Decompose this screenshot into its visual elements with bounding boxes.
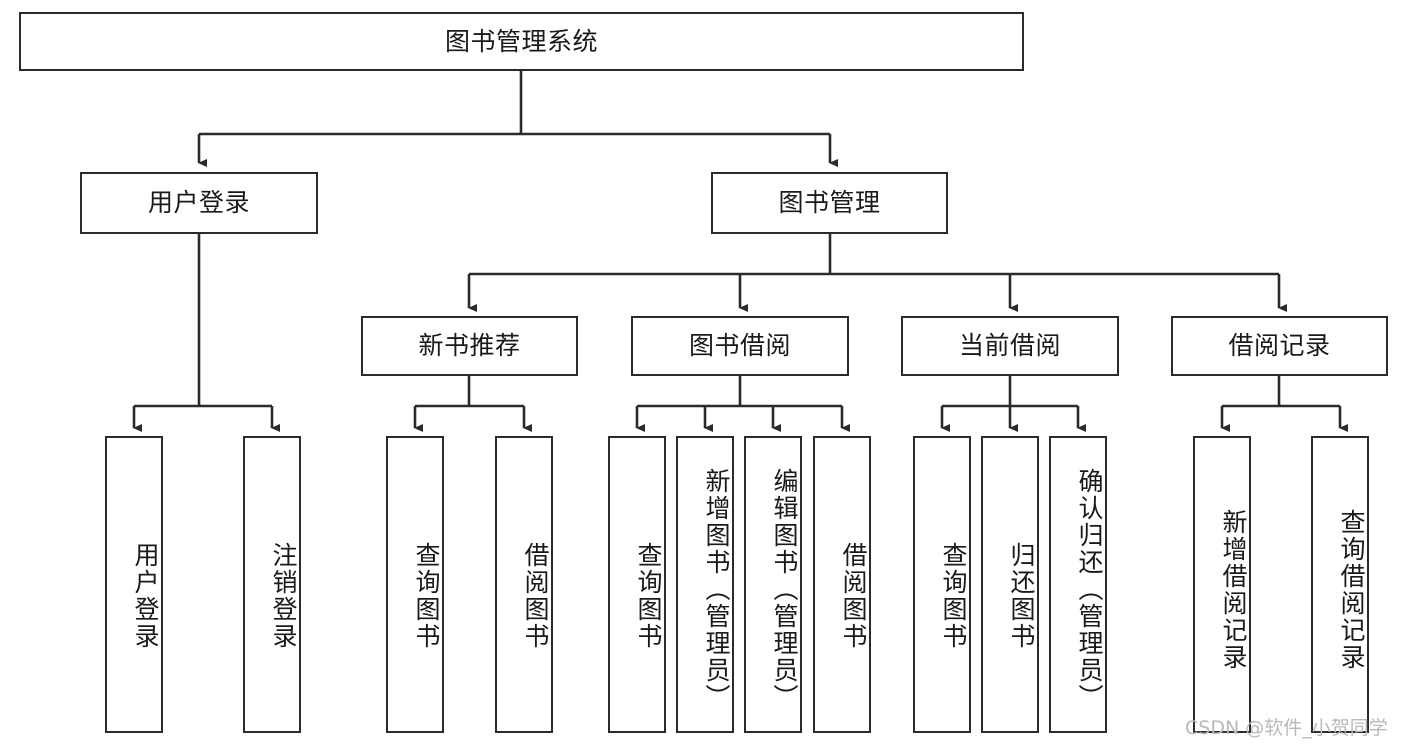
leaf-query-book-recommend[interactable]: 查询图书 bbox=[386, 436, 444, 733]
leaf-add-borrow-record[interactable]: 新增借阅记录 bbox=[1193, 436, 1251, 733]
leaf-query-borrow-record[interactable]: 查询借阅记录 bbox=[1311, 436, 1369, 733]
leaf-confirm-return-admin[interactable]: 确认归还（管理员） bbox=[1049, 436, 1107, 733]
leaf-edit-book-admin[interactable]: 编辑图书（管理员） bbox=[744, 436, 802, 733]
leaf-query-book-current[interactable]: 查询图书 bbox=[913, 436, 971, 733]
leaf-borrow-book-recommend[interactable]: 借阅图书 bbox=[495, 436, 553, 733]
node-user-login[interactable]: 用户登录 bbox=[80, 172, 318, 234]
node-current-borrow[interactable]: 当前借阅 bbox=[901, 316, 1119, 376]
node-book-management-system[interactable]: 图书管理系统 bbox=[19, 12, 1024, 71]
leaf-query-book[interactable]: 查询图书 bbox=[608, 436, 666, 733]
leaf-borrow-book[interactable]: 借阅图书 bbox=[813, 436, 871, 733]
leaf-add-book-admin[interactable]: 新增图书（管理员） bbox=[676, 436, 734, 733]
leaf-logout[interactable]: 注销登录 bbox=[243, 436, 301, 733]
node-book-management[interactable]: 图书管理 bbox=[711, 172, 948, 234]
node-new-book-recommend[interactable]: 新书推荐 bbox=[361, 316, 578, 376]
leaf-user-login[interactable]: 用户登录 bbox=[105, 436, 163, 733]
csdn-watermark: CSDN @软件_小贺同学 bbox=[1185, 717, 1388, 739]
node-book-borrow[interactable]: 图书借阅 bbox=[631, 316, 849, 376]
leaf-return-book[interactable]: 归还图书 bbox=[981, 436, 1039, 733]
node-borrow-record[interactable]: 借阅记录 bbox=[1171, 316, 1388, 376]
